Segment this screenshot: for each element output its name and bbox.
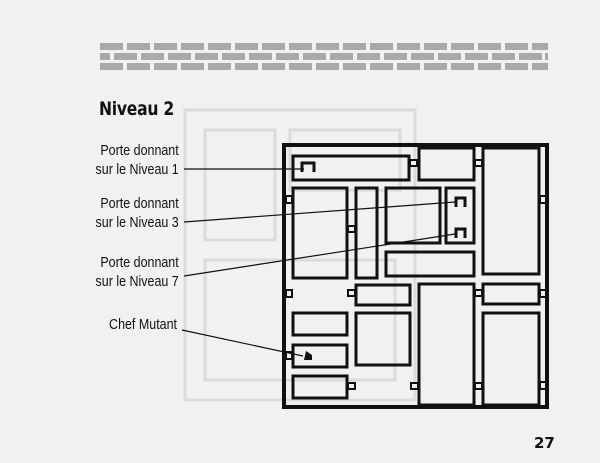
label-boss: Chef Mutant bbox=[109, 317, 177, 333]
label-door-level-1: Porte donnant sur le Niveau 1 bbox=[95, 143, 179, 178]
door-icon-level-1 bbox=[300, 161, 316, 172]
room-top-left bbox=[291, 154, 411, 182]
label-door-level-3: Porte donnant sur le Niveau 3 bbox=[95, 196, 179, 231]
door-icon-level-3 bbox=[454, 196, 467, 207]
boss-marker-icon bbox=[304, 351, 312, 360]
leader-line-boss bbox=[181, 329, 304, 357]
leader-line-level-7 bbox=[183, 233, 456, 277]
leader-line-level-3 bbox=[183, 201, 456, 223]
page-number: 27 bbox=[534, 434, 555, 452]
door-icon-level-7 bbox=[454, 227, 467, 238]
page-title: Niveau 2 bbox=[99, 98, 175, 120]
label-door-level-7: Porte donnant sur le Niveau 7 bbox=[95, 255, 179, 290]
